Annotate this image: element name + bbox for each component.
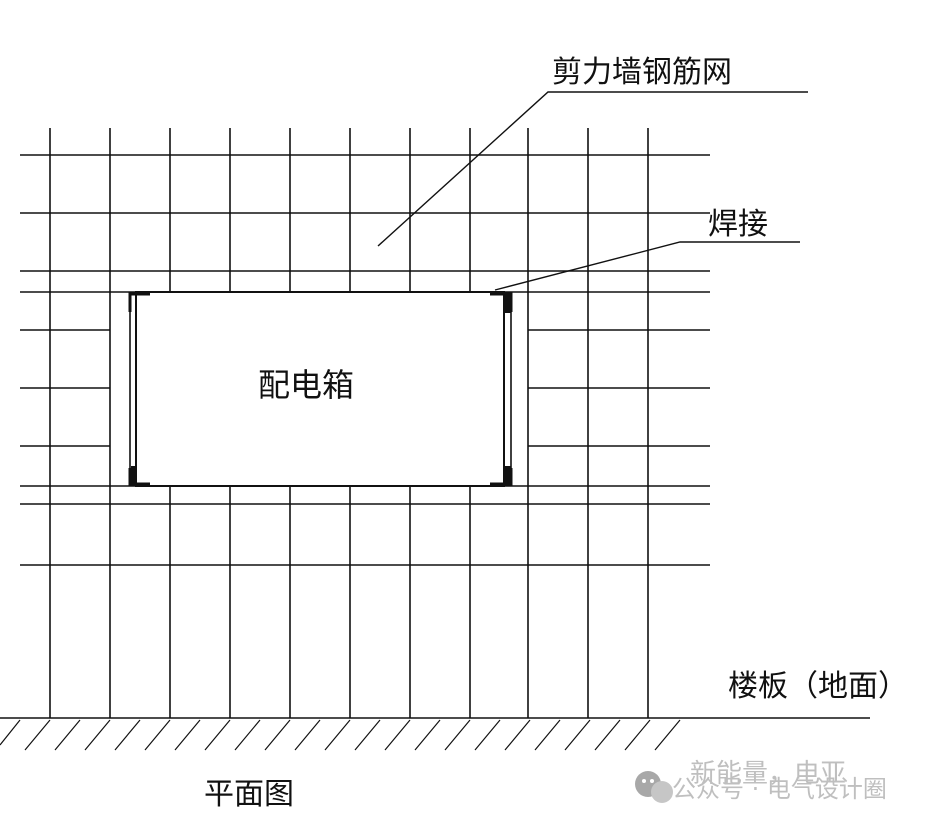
floor-hatching	[0, 719, 681, 751]
weld-mark	[131, 466, 137, 486]
weld-mark	[128, 468, 150, 486]
weld-leader	[494, 241, 800, 291]
wechat-icon	[635, 771, 673, 803]
distribution-box	[135, 291, 505, 487]
box-reinforcement	[129, 310, 512, 470]
weld-mark	[128, 292, 150, 312]
floor-label: 楼板（地面）	[728, 669, 908, 704]
weld-label: 焊接	[708, 207, 768, 242]
weld-mark	[505, 293, 511, 313]
weld-points	[128, 292, 513, 486]
weld-mark	[505, 466, 511, 486]
floor-slab	[0, 717, 870, 751]
watermark-brand-text: 公众号 · 电气设计圈	[672, 775, 887, 803]
watermark: 新能量，电亚 公众号 · 电气设计圈	[635, 759, 887, 803]
shear-wall-mesh-label: 剪力墙钢筋网	[552, 55, 732, 90]
shear-wall-leader	[377, 91, 808, 247]
plan-view-label: 平面图	[204, 777, 294, 812]
distribution-box-label: 配电箱	[258, 366, 354, 404]
watermark-top-text: 新能量，电亚	[690, 759, 846, 789]
leader-lines	[377, 91, 808, 291]
